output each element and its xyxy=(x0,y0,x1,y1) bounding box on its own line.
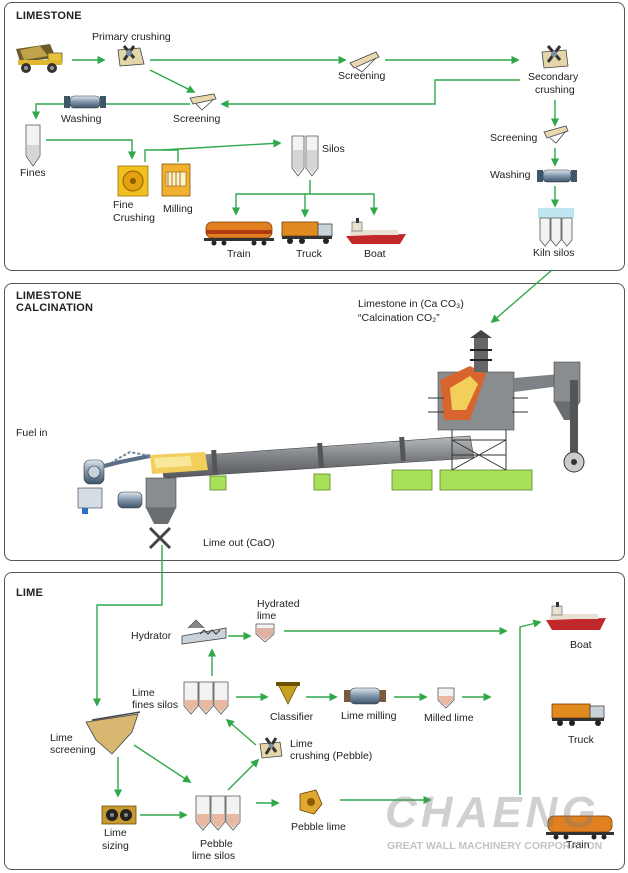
label-lime-boat: Boat xyxy=(570,639,592,651)
kiln-silos-icon xyxy=(538,208,574,247)
label-pebble-lime: Pebble lime xyxy=(291,821,346,833)
label-fine-crushing-1: Fine xyxy=(113,199,134,211)
primary-crusher-icon xyxy=(117,45,145,67)
pebble-crusher-icon xyxy=(259,737,283,759)
rotary-kiln-icon xyxy=(77,435,533,550)
preheater-tower-icon xyxy=(428,330,585,473)
lime-fines-silos-icon xyxy=(183,681,229,715)
label-lime-out: Lime out (CaO) xyxy=(203,537,275,549)
label-pebble-lime-silos-1: Pebble xyxy=(200,838,233,850)
train-icon xyxy=(204,221,274,246)
screen-3-icon xyxy=(543,125,569,144)
label-silos: Silos xyxy=(322,143,345,155)
hydrated-lime-bin-icon xyxy=(255,623,275,643)
label-screening-2: Screening xyxy=(173,113,221,125)
label-fine-crushing-2: Crushing xyxy=(113,212,156,224)
label-screening-3: Screening xyxy=(490,132,538,144)
label-washing-2: Washing xyxy=(490,169,531,181)
label-kiln-silos: Kiln silos xyxy=(533,247,575,259)
label-lime-sizing-2: sizing xyxy=(102,840,129,852)
label-milling: Milling xyxy=(163,203,193,215)
mill-icon xyxy=(161,163,191,197)
boat-icon xyxy=(346,218,406,244)
screen-1-icon xyxy=(349,51,380,73)
classifier-icon xyxy=(276,682,300,705)
label-limestone-in: Limestone in (Ca CO₃) xyxy=(358,298,464,310)
label-lime-milling: Lime milling xyxy=(341,710,397,722)
truck-icon xyxy=(281,221,333,244)
watermark-logo-text: CHAENG xyxy=(385,788,600,837)
label-lime-crushing-1: Lime xyxy=(290,738,313,750)
calcination-title-line1: LIMESTONE xyxy=(16,290,82,302)
label-screening-1: Screening xyxy=(338,70,386,82)
lime-arrows xyxy=(92,545,542,820)
limestone-arrows xyxy=(31,55,560,324)
watermark-company: GREAT WALL MACHINERY CORPORATION xyxy=(387,840,603,852)
label-classifier: Classifier xyxy=(270,711,314,723)
label-lime-sizing-1: Lime xyxy=(104,827,127,839)
fines-silo-icon xyxy=(25,124,41,167)
secondary-crusher-icon xyxy=(541,45,569,69)
label-fines: Fines xyxy=(20,167,46,179)
label-hydrator: Hydrator xyxy=(131,630,172,642)
label-secondary-crushing-1: Secondary xyxy=(528,71,579,83)
pebble-lime-icon xyxy=(299,789,323,815)
label-lime-crushing-2: crushing (Pebble) xyxy=(290,750,373,762)
dump-truck-icon xyxy=(16,44,63,73)
label-milled-lime: Milled lime xyxy=(424,712,474,724)
lime-mill-icon xyxy=(344,687,386,705)
watermark-logo: CHAENG GREAT WALL MACHINERY CORPORATION xyxy=(385,788,625,860)
milled-lime-bin-icon xyxy=(437,687,455,709)
washer-1-icon xyxy=(64,95,106,109)
label-pebble-lime-silos-2: lime silos xyxy=(192,850,236,862)
calcination-panel xyxy=(4,283,625,561)
lime-sizing-icon xyxy=(101,805,137,825)
label-lime-fines-silos-2: fines silos xyxy=(132,699,179,711)
silos-icon xyxy=(291,135,319,177)
lime-train-icon xyxy=(546,815,614,840)
lime-truck-icon xyxy=(551,703,605,726)
pebble-lime-silos-icon xyxy=(195,795,241,831)
label-calcination-co2: “Calcination CO₂” xyxy=(358,312,440,324)
label-lime-truck: Truck xyxy=(568,734,594,746)
label-fuel-in: Fuel in xyxy=(16,427,48,439)
label-truck: Truck xyxy=(296,248,322,260)
fine-crusher-icon xyxy=(117,165,149,197)
label-lime-screening-1: Lime xyxy=(50,732,73,744)
label-boat: Boat xyxy=(364,248,386,260)
label-hydrated-lime-2: lime xyxy=(257,610,277,622)
label-primary-crushing: Primary crushing xyxy=(92,31,171,43)
limestone-title: LIMESTONE xyxy=(16,10,82,22)
lime-screen-icon xyxy=(85,711,141,755)
label-lime-train: Train xyxy=(566,839,590,851)
label-secondary-crushing-2: crushing xyxy=(535,84,575,96)
calcination-title-line2: CALCINATION xyxy=(16,302,94,314)
lime-boat-icon xyxy=(546,602,606,630)
label-hydrated-lime-1: Hydrated xyxy=(257,598,300,610)
label-washing-1: Washing xyxy=(61,113,102,125)
screen-2-icon xyxy=(189,93,217,111)
hydrator-icon xyxy=(181,619,227,645)
label-lime-fines-silos-1: Lime xyxy=(132,687,155,699)
label-lime-screening-2: screening xyxy=(50,744,96,756)
washer-2-icon xyxy=(537,169,577,183)
label-train: Train xyxy=(227,248,251,260)
lime-title: LIME xyxy=(16,587,44,599)
